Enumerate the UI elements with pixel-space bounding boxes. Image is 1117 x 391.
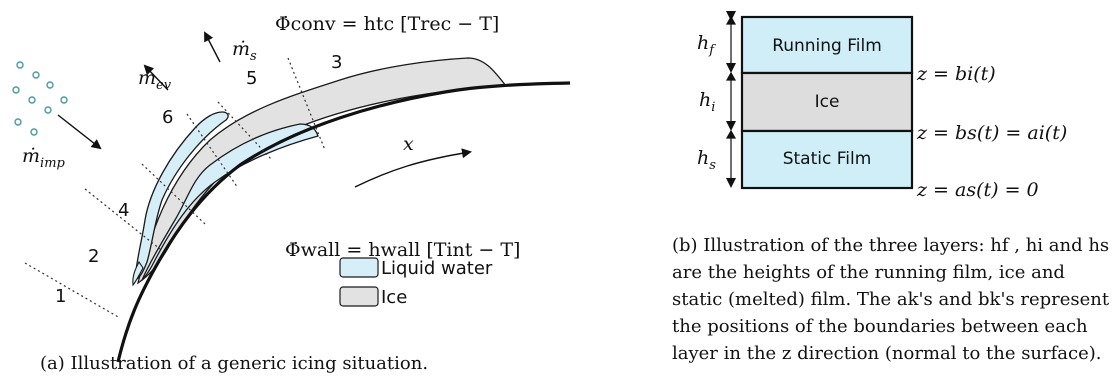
hi-label: hi bbox=[699, 89, 715, 115]
legend-liquid-swatch bbox=[339, 257, 379, 278]
liquid-film-outer bbox=[134, 111, 229, 281]
height-brackets bbox=[725, 11, 737, 188]
m-ev-label: ṁev bbox=[138, 67, 172, 93]
legend-liquid-label: Liquid water bbox=[381, 258, 493, 279]
section-label-5: 5 bbox=[246, 68, 257, 89]
x-axis-label: x bbox=[403, 133, 414, 155]
droplets bbox=[12, 61, 68, 136]
caption-a: (a) Illustration of a generic icing situ… bbox=[40, 353, 429, 374]
section-lines bbox=[24, 57, 326, 319]
ice-layer-label: Ice bbox=[815, 92, 840, 112]
boundary-as-label: z = as(t) = 0 bbox=[916, 179, 1039, 201]
section-label-2: 2 bbox=[88, 246, 99, 267]
running-film-layer bbox=[740, 15, 914, 75]
m-imp-label: ṁimp bbox=[22, 145, 66, 171]
section-label-4: 4 bbox=[118, 200, 129, 221]
hf-label: hf bbox=[697, 32, 716, 58]
boundary-bi-label: z = bi(t) bbox=[916, 63, 996, 85]
section-label-3: 3 bbox=[331, 52, 342, 73]
section-label-1: 1 bbox=[55, 286, 66, 307]
sublimation-arrow bbox=[204, 31, 221, 63]
boundary-bs-label: z = bs(t) = ai(t) bbox=[916, 122, 1067, 144]
layer-diagram: Running Film Ice Static Film hf hi hs z … bbox=[697, 11, 1067, 201]
hs-label: hs bbox=[697, 147, 716, 173]
legend-ice-label: Ice bbox=[381, 287, 407, 308]
wall-surface bbox=[116, 81, 571, 363]
legend-ice-swatch bbox=[339, 286, 379, 307]
m-s-label: ṁs bbox=[232, 38, 257, 64]
impingement-arrow bbox=[57, 114, 102, 150]
liquid-film-front bbox=[132, 260, 144, 287]
phi-conv-equation: Φ̇conv = htc [Trec − T] bbox=[275, 13, 499, 35]
icing-diagram: 1 2 4 6 5 3 ṁimp ṁev ṁs Φ̇conv = htc [Tr… bbox=[12, 13, 571, 363]
phi-wall-equation: Φ̇wall = hwall [Tint − T] bbox=[285, 239, 520, 261]
ice-layer bbox=[740, 71, 914, 133]
x-direction-arrow bbox=[354, 148, 472, 188]
section-label-6: 6 bbox=[162, 107, 173, 128]
caption-b: (b) Illustration of the three layers: hf… bbox=[672, 235, 1110, 364]
static-film-label: Static Film bbox=[783, 149, 872, 169]
static-film-layer bbox=[740, 129, 914, 190]
evaporation-arrow bbox=[143, 64, 169, 91]
running-film-label: Running Film bbox=[772, 36, 882, 56]
